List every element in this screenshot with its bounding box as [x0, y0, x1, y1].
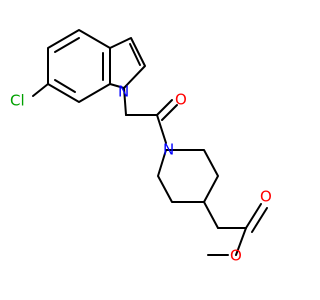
- bond: [47, 29, 111, 103]
- bond: [32, 83, 49, 97]
- bond: [129, 43, 141, 66]
- bond: [54, 37, 80, 53]
- bond: [251, 207, 268, 233]
- molecule-canvas: Cl N O N O O: [10, 29, 272, 265]
- molecule-structure: Cl N O N O O: [10, 29, 272, 265]
- carbonyl-oxygen-label: O: [175, 91, 187, 109]
- chlorine-atom-label: Cl: [10, 92, 25, 110]
- bond: [156, 114, 167, 144]
- bond: [123, 87, 127, 116]
- piperidine-nitrogen-label: N: [163, 141, 174, 159]
- ester-carbonyl-oxygen-label: O: [260, 188, 272, 206]
- bond: [156, 99, 173, 116]
- bond: [161, 104, 178, 121]
- bond: [203, 201, 219, 229]
- bond: [54, 79, 76, 93]
- bond: [245, 203, 262, 229]
- bond: [109, 37, 146, 89]
- atom-labels: Cl N O N O O: [10, 83, 272, 265]
- ester-ether-oxygen-label: O: [230, 247, 242, 265]
- bond: [235, 227, 247, 256]
- indole-nitrogen-label: N: [118, 83, 129, 101]
- bonds: [32, 29, 268, 256]
